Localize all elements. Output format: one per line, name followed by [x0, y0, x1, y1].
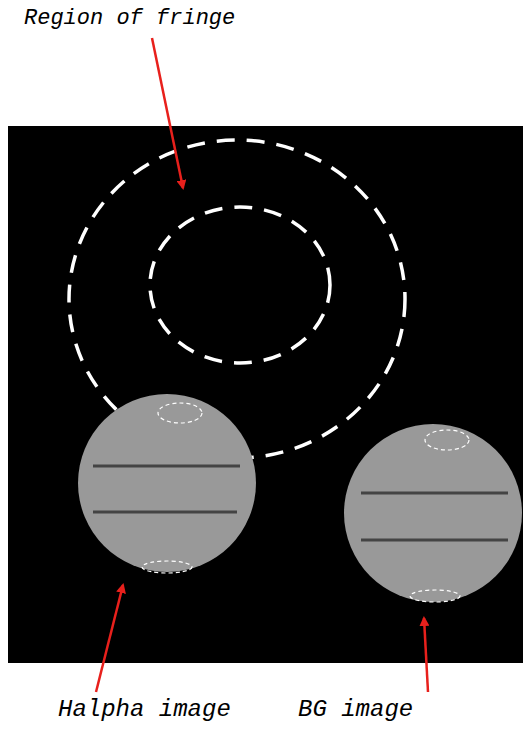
spot-outline	[142, 561, 192, 573]
spot-outline	[410, 590, 460, 602]
inner-fringe-circle	[150, 207, 330, 363]
image-label: BG image	[298, 696, 413, 725]
pointer-arrow	[424, 618, 428, 692]
disk-band	[361, 539, 508, 542]
disk-band	[93, 511, 237, 514]
region-label: Region of fringe	[24, 6, 235, 32]
bg-disk	[344, 424, 522, 602]
spot-outline	[158, 403, 202, 423]
disk-band	[361, 492, 508, 495]
disk-band	[93, 465, 240, 468]
pointer-arrow	[152, 38, 183, 188]
image-label: Halpha image	[58, 696, 231, 725]
spot-outline	[425, 430, 469, 450]
image-frame	[8, 126, 523, 663]
pointer-arrow	[96, 585, 123, 692]
halpha-disk	[78, 394, 256, 572]
